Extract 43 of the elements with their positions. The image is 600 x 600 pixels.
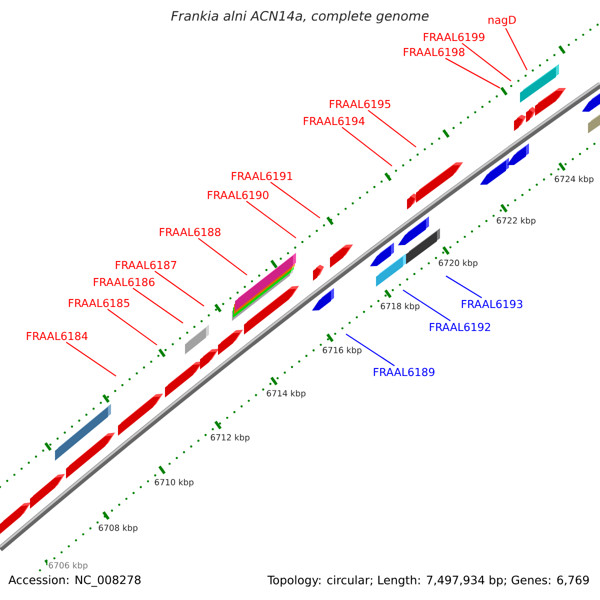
scale-label: 6710 kbp [153, 478, 195, 488]
leader-line [132, 288, 184, 324]
leader-line [198, 238, 248, 276]
gene-label: FRAAL6190 [208, 190, 268, 200]
scale-label: 6716 kbp [321, 346, 363, 356]
footer-text: Accession: NC_008278 [8, 575, 142, 587]
gene-label: FRAAL6198 [404, 48, 464, 56]
leader-line [368, 110, 416, 148]
leader-line [107, 308, 158, 346]
leader-line [154, 270, 204, 306]
scale-label: 6714 kbp [265, 389, 307, 399]
scale-label: 6706 kbp [47, 561, 89, 571]
leader-line [445, 58, 500, 88]
scale-label: 6718 kbp [379, 302, 421, 312]
gene-label: FRAAL6187 [116, 260, 176, 270]
gene-label: FRAAL6194 [304, 116, 365, 126]
leader-line [402, 290, 451, 322]
scale-label: 6722 kbp [495, 216, 537, 226]
gene-label: FRAAL6192 [430, 322, 490, 332]
gene-label: FRAAL6191 [232, 172, 292, 180]
scale-label: 6712 kbp [209, 433, 251, 444]
leader-line [346, 334, 395, 366]
leader-line [342, 126, 392, 166]
leader-line [66, 342, 116, 376]
leader-line [270, 182, 320, 218]
gene-label: FRAAL6189 [374, 368, 434, 376]
gene-label: FRAAL6186 [94, 278, 154, 286]
leader-line [446, 276, 482, 298]
footer-text: Topology: circular; Length: 7,497,934 bp; Genes: 6,769 [267, 575, 590, 587]
gene-label: FRAAL6195 [330, 100, 390, 108]
gene-label: FRAAL6193 [462, 300, 522, 308]
scale-label: 6720 kbp [437, 258, 479, 269]
gene-label: FRAAL6185 [68, 298, 130, 308]
scale-label: 6708 kbp [97, 524, 139, 534]
gene-label: nagD [488, 16, 516, 26]
title: Frankia alni ACN14a, complete genome [171, 10, 429, 24]
leader-line [505, 28, 528, 70]
gene-label: FRAAL6199 [424, 32, 484, 42]
gene-label: FRAAL6188 [160, 228, 220, 236]
leader-line [246, 200, 296, 238]
gene-label: FRAAL6184 [26, 332, 88, 340]
leader-line [462, 42, 512, 82]
scale-label: 6724 kbp [553, 174, 595, 185]
